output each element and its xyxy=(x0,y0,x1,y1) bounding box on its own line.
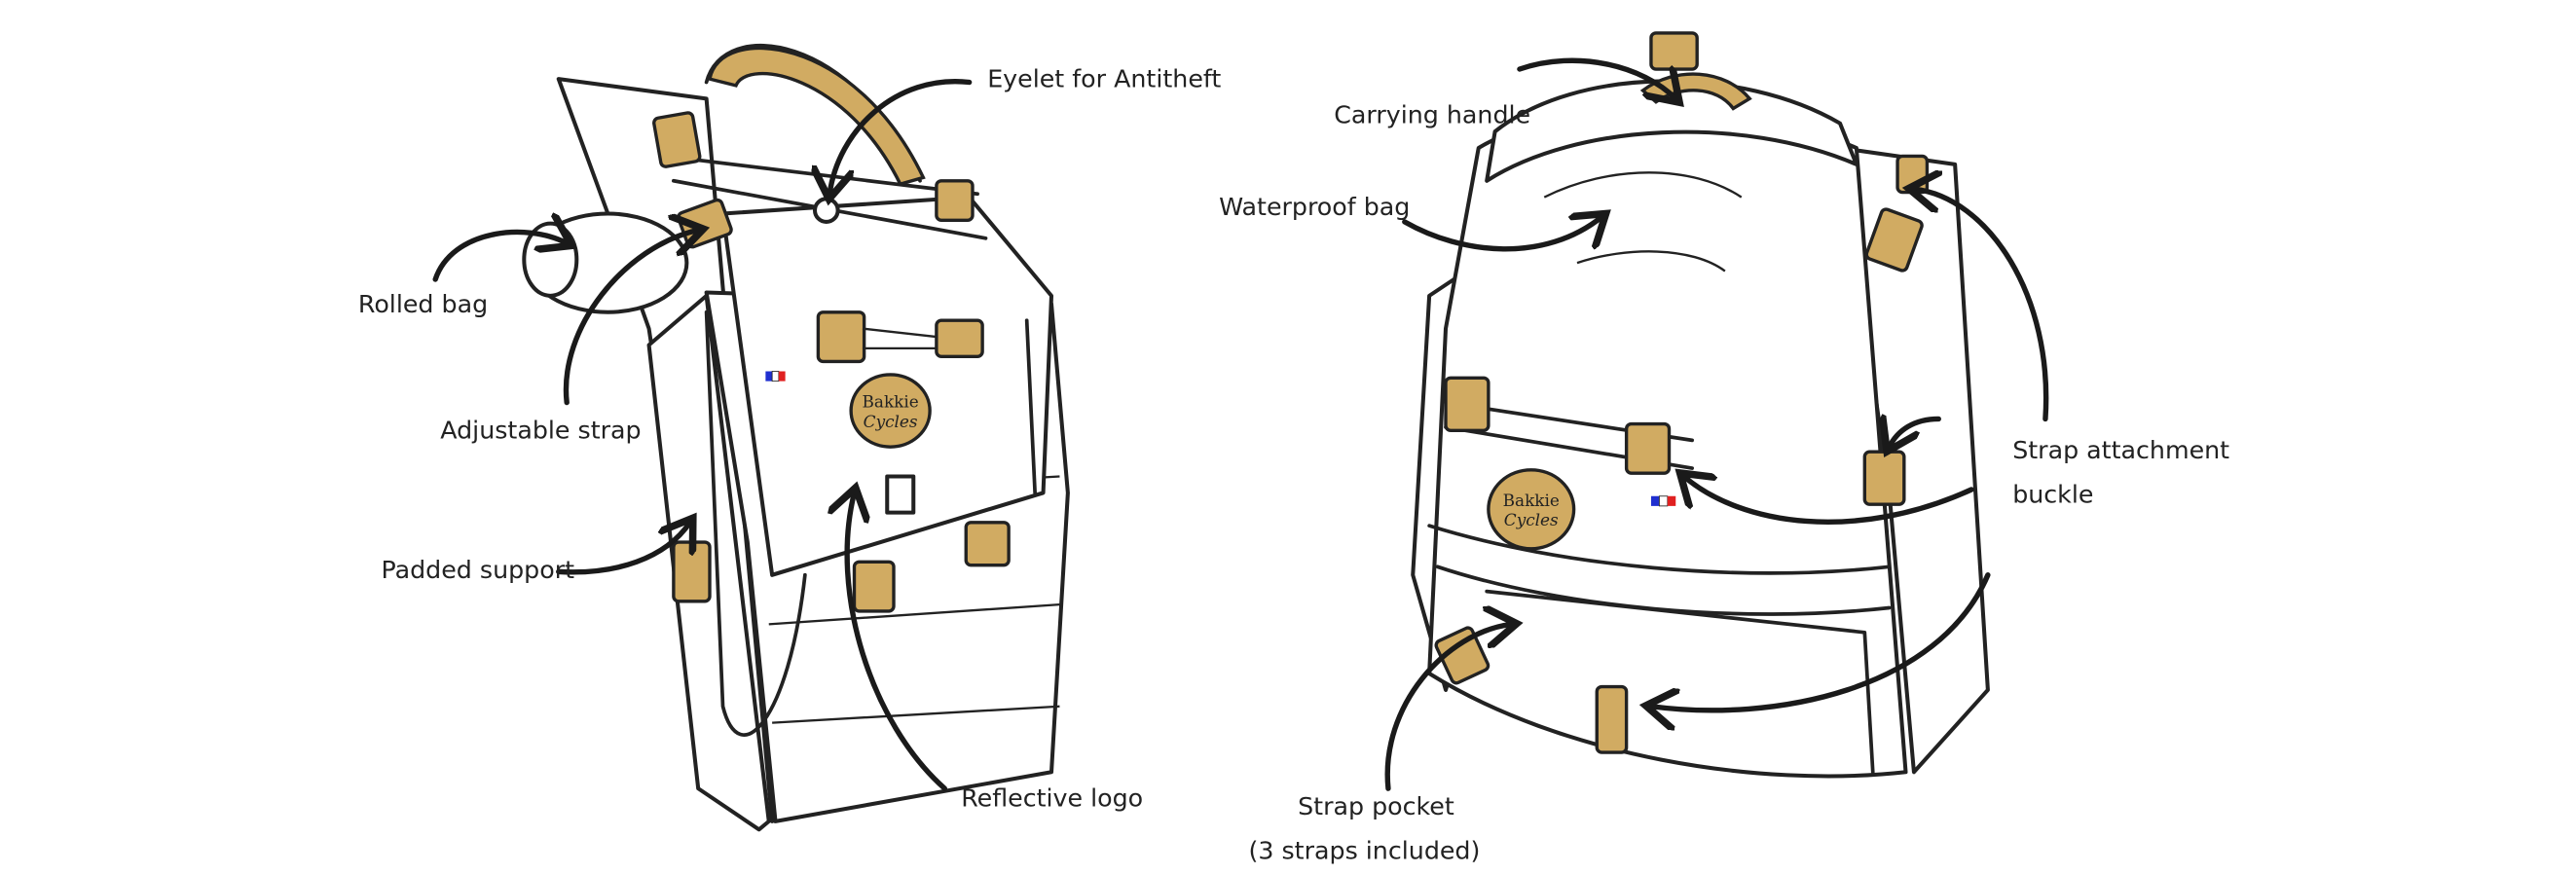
arrow-reflective-logo xyxy=(847,492,948,791)
arrow-padded-support xyxy=(556,523,690,575)
arrow-eyelet xyxy=(829,78,973,195)
label-carrying-handle: Carrying handle xyxy=(1334,101,1530,129)
label-waterproof-bag: Waterproof bag xyxy=(1219,193,1410,221)
eyelet xyxy=(812,197,840,224)
svg-text:Cycles: Cycles xyxy=(1504,510,1559,529)
arrow-strap-attachment-bottom xyxy=(1651,572,1991,710)
svg-text:Bakkie: Bakkie xyxy=(1503,491,1560,510)
label-reflective-logo: Reflective logo xyxy=(961,784,1143,813)
label-strap-pocket-2: (3 straps included) xyxy=(1249,837,1481,865)
arrow-waterproof-bag xyxy=(1402,217,1602,252)
arrow-strap-attachment-top xyxy=(1914,189,2049,422)
arrow-carrying-handle xyxy=(1517,57,1675,98)
left-logo: Bakkie Cycles xyxy=(849,373,932,449)
arrow-strap-pocket xyxy=(1384,624,1511,791)
left-carrying-handle xyxy=(708,46,926,187)
arrow-adjustable-strap xyxy=(563,230,698,406)
svg-text:Cycles: Cycles xyxy=(864,412,918,431)
arrow-rolled-bag xyxy=(432,232,567,282)
label-rolled-bag: Rolled bag xyxy=(358,290,488,318)
callout-labels: Eyelet for Antitheft Rolled bag Adjustab… xyxy=(358,65,2229,865)
arrow-strap-attachment-front xyxy=(1684,477,1974,525)
arrow-strap-attachment-side xyxy=(1890,419,1941,447)
label-strap-attachment: Strap attachment xyxy=(2012,436,2229,464)
svg-text:Bakkie: Bakkie xyxy=(863,392,919,412)
callout-arrows xyxy=(432,57,2049,791)
label-strap-attachment-2: buckle xyxy=(2012,481,2093,509)
right-backpack-illustration: Bakkie Cycles xyxy=(1411,31,1990,779)
label-adjustable-strap: Adjustable strap xyxy=(440,417,641,445)
right-logo: Bakkie Cycles xyxy=(1487,468,1576,551)
label-eyelet: Eyelet for Antitheft xyxy=(987,65,1221,93)
label-strap-pocket: Strap pocket xyxy=(1298,792,1454,820)
roll-top xyxy=(1485,79,1858,183)
label-padded-support: Padded support xyxy=(382,556,575,584)
